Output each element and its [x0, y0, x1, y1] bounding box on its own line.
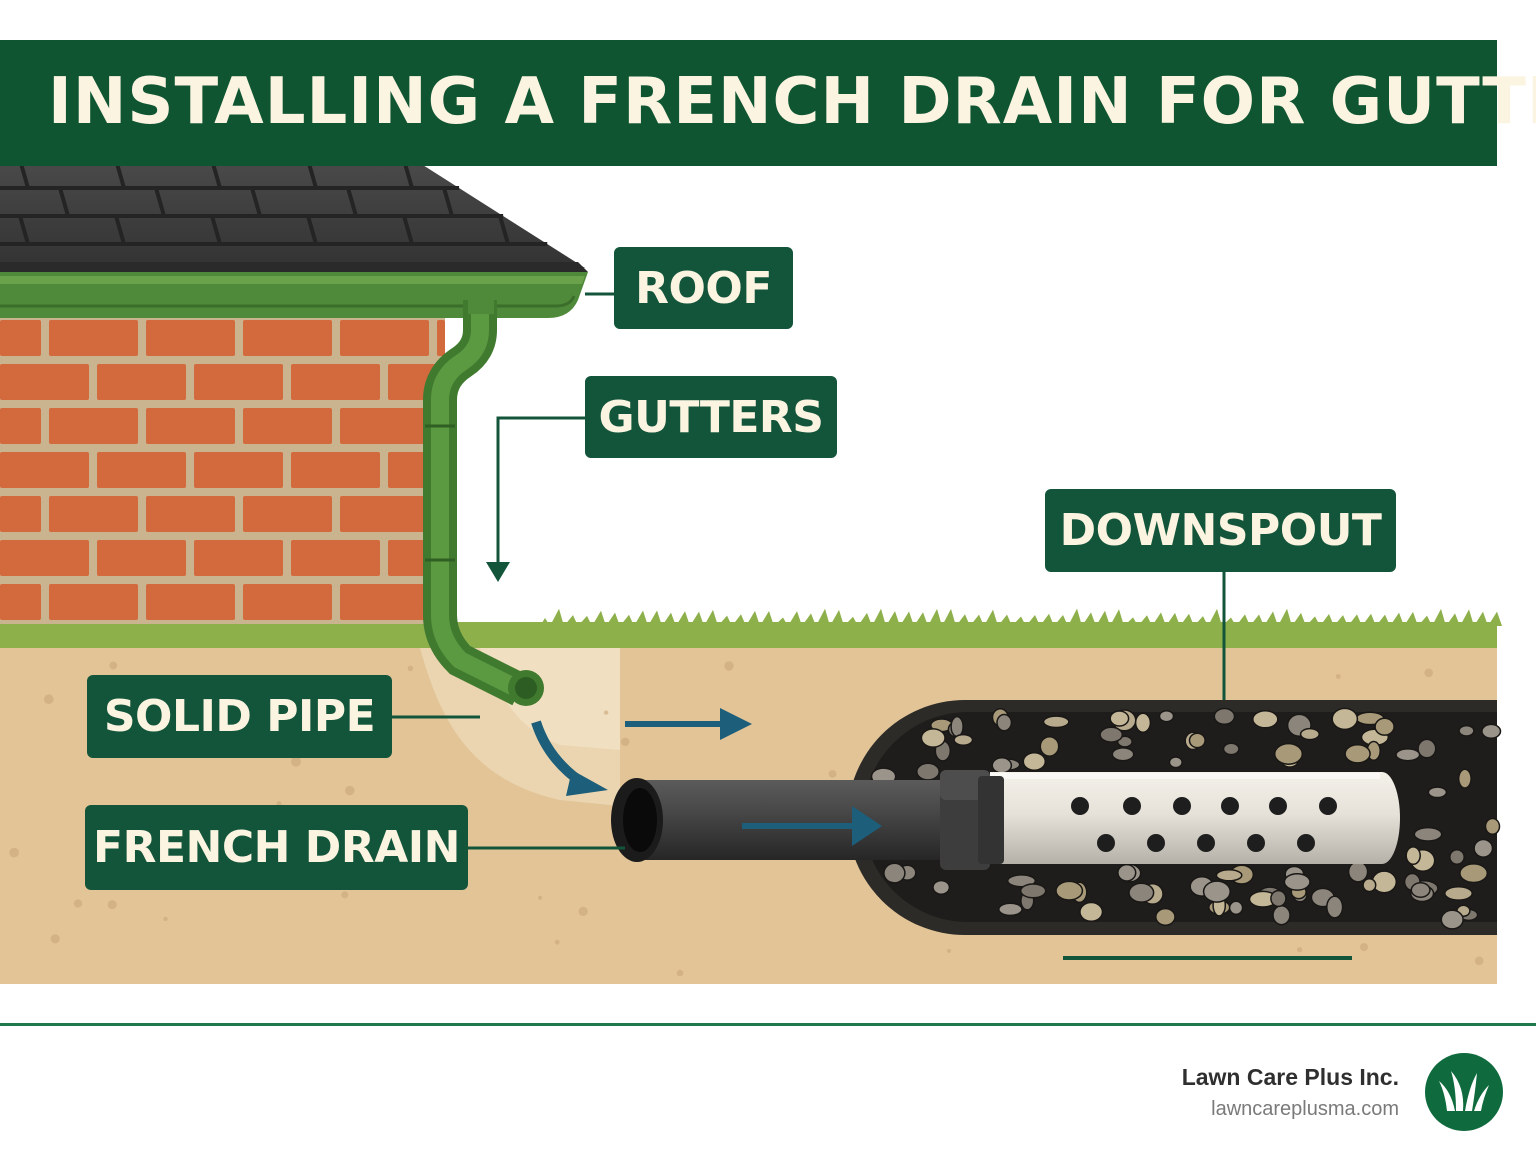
roof-label: ROOF: [614, 247, 793, 329]
roof: [0, 159, 588, 272]
page-title: INSTALLING A FRENCH DRAIN FOR GUTTERS: [48, 65, 1536, 139]
french-drain-label: FRENCH DRAIN: [85, 805, 468, 890]
downspout-pipe: [423, 300, 544, 706]
brand-url: lawncareplusma.com: [1211, 1098, 1399, 1120]
perforated-pipe: [990, 772, 1400, 864]
leader-arrowhead: [486, 562, 510, 582]
gravel: [870, 707, 1502, 930]
flow-arrows: [531, 708, 882, 846]
gutter: [0, 272, 588, 318]
grass: [0, 608, 1502, 648]
solid-pipe: [611, 770, 1004, 870]
title-banner: [0, 40, 1497, 166]
brick-wall: [0, 308, 445, 624]
brand-name: Lawn Care Plus Inc.: [1181, 1064, 1399, 1090]
leader-lines: [392, 292, 1352, 960]
solid-pipe-label: SOLID PIPE: [87, 675, 392, 758]
gutters-label: GUTTERS: [585, 376, 837, 458]
grass-icon: [1425, 1053, 1503, 1131]
footer-divider: [0, 1023, 1536, 1026]
downspout-label: DOWNSPOUT: [1045, 489, 1396, 572]
